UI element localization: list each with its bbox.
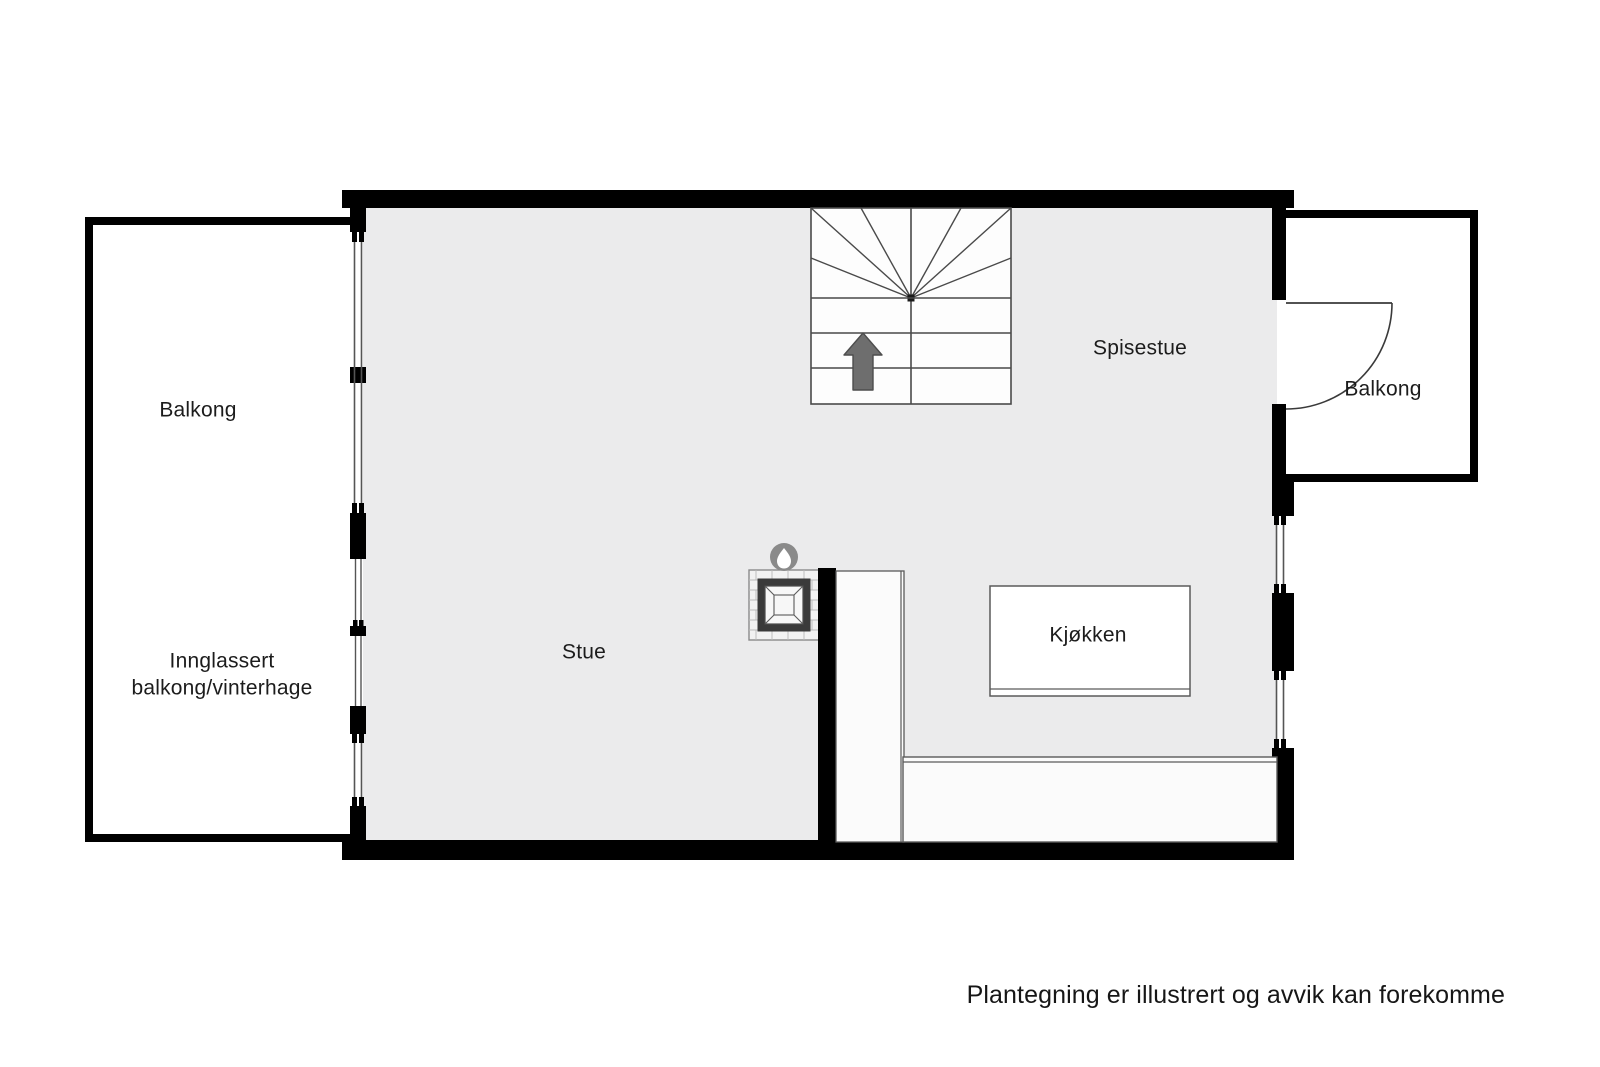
room-label-spisestue: Spisestue (1093, 337, 1187, 360)
wall-north (342, 190, 1294, 208)
room-label-vinterhage-line2: balkong/vinterhage (131, 677, 312, 700)
window-east-2 (1274, 671, 1286, 748)
left-balcony-wall-north (85, 217, 360, 225)
fireplace[interactable] (748, 543, 820, 641)
window-west-2 (353, 559, 364, 628)
room-label-kjokken: Kjøkken (1049, 624, 1126, 647)
wall-west-segment-mid (350, 513, 366, 559)
wall-west-segment-lower (350, 706, 366, 734)
kitchen-counter (902, 756, 1278, 843)
staircase-winder-steps (810, 207, 1012, 299)
balcony-door-right[interactable] (1285, 302, 1393, 410)
room-label-balkong-right: Balkong (1344, 378, 1421, 401)
door-swing-arc (1285, 302, 1393, 410)
right-balcony-wall-north (1284, 210, 1478, 218)
flame-icon (770, 543, 798, 571)
fireplace-firebox-frame (757, 578, 811, 632)
tall-cabinet (835, 570, 905, 843)
kitchen-island (989, 585, 1191, 697)
right-balcony-area (1284, 210, 1478, 482)
staircase[interactable] (810, 207, 1012, 405)
wall-east-balcony-upper (1272, 208, 1286, 300)
fireplace-firebox-perspective (764, 585, 804, 625)
wall-east-segment-upper (1272, 474, 1294, 516)
east-windows-group (1274, 516, 1286, 748)
wall-west-segment-top (350, 190, 366, 232)
wall-east-segment-mid (1272, 593, 1294, 671)
wall-east-balcony-lower (1272, 404, 1286, 476)
staircase-straight-steps (811, 297, 1011, 369)
room-label-balkong-left: Balkong (159, 399, 236, 422)
wall-east-corner-top (1272, 190, 1294, 208)
wall-west-mullion-upper (350, 367, 366, 383)
wall-south (342, 840, 1294, 860)
window-west-4 (352, 734, 364, 806)
wall-west-mullion-lower (350, 626, 366, 636)
plan-caption: Plantegning er illustrert og avvik kan f… (967, 981, 1505, 1009)
room-labels: Balkong Innglassert balkong/vinterhage S… (131, 337, 1421, 700)
window-west-3 (354, 636, 362, 706)
stair-direction-arrow-icon (843, 332, 883, 391)
wall-west-segment-bottom (350, 806, 366, 860)
room-label-vinterhage-line1: Innglassert (170, 650, 275, 673)
window-east-1 (1274, 516, 1286, 593)
west-windows-group (352, 232, 364, 806)
room-label-stue: Stue (562, 641, 606, 664)
interior-partition-wall (818, 568, 836, 842)
right-balcony-wall-east (1470, 210, 1478, 482)
left-balcony-area (85, 217, 360, 842)
left-balcony-wall-west (85, 217, 93, 842)
left-balcony-wall-south (85, 834, 360, 842)
window-west-1 (352, 232, 364, 513)
right-balcony-wall-south (1284, 474, 1478, 482)
